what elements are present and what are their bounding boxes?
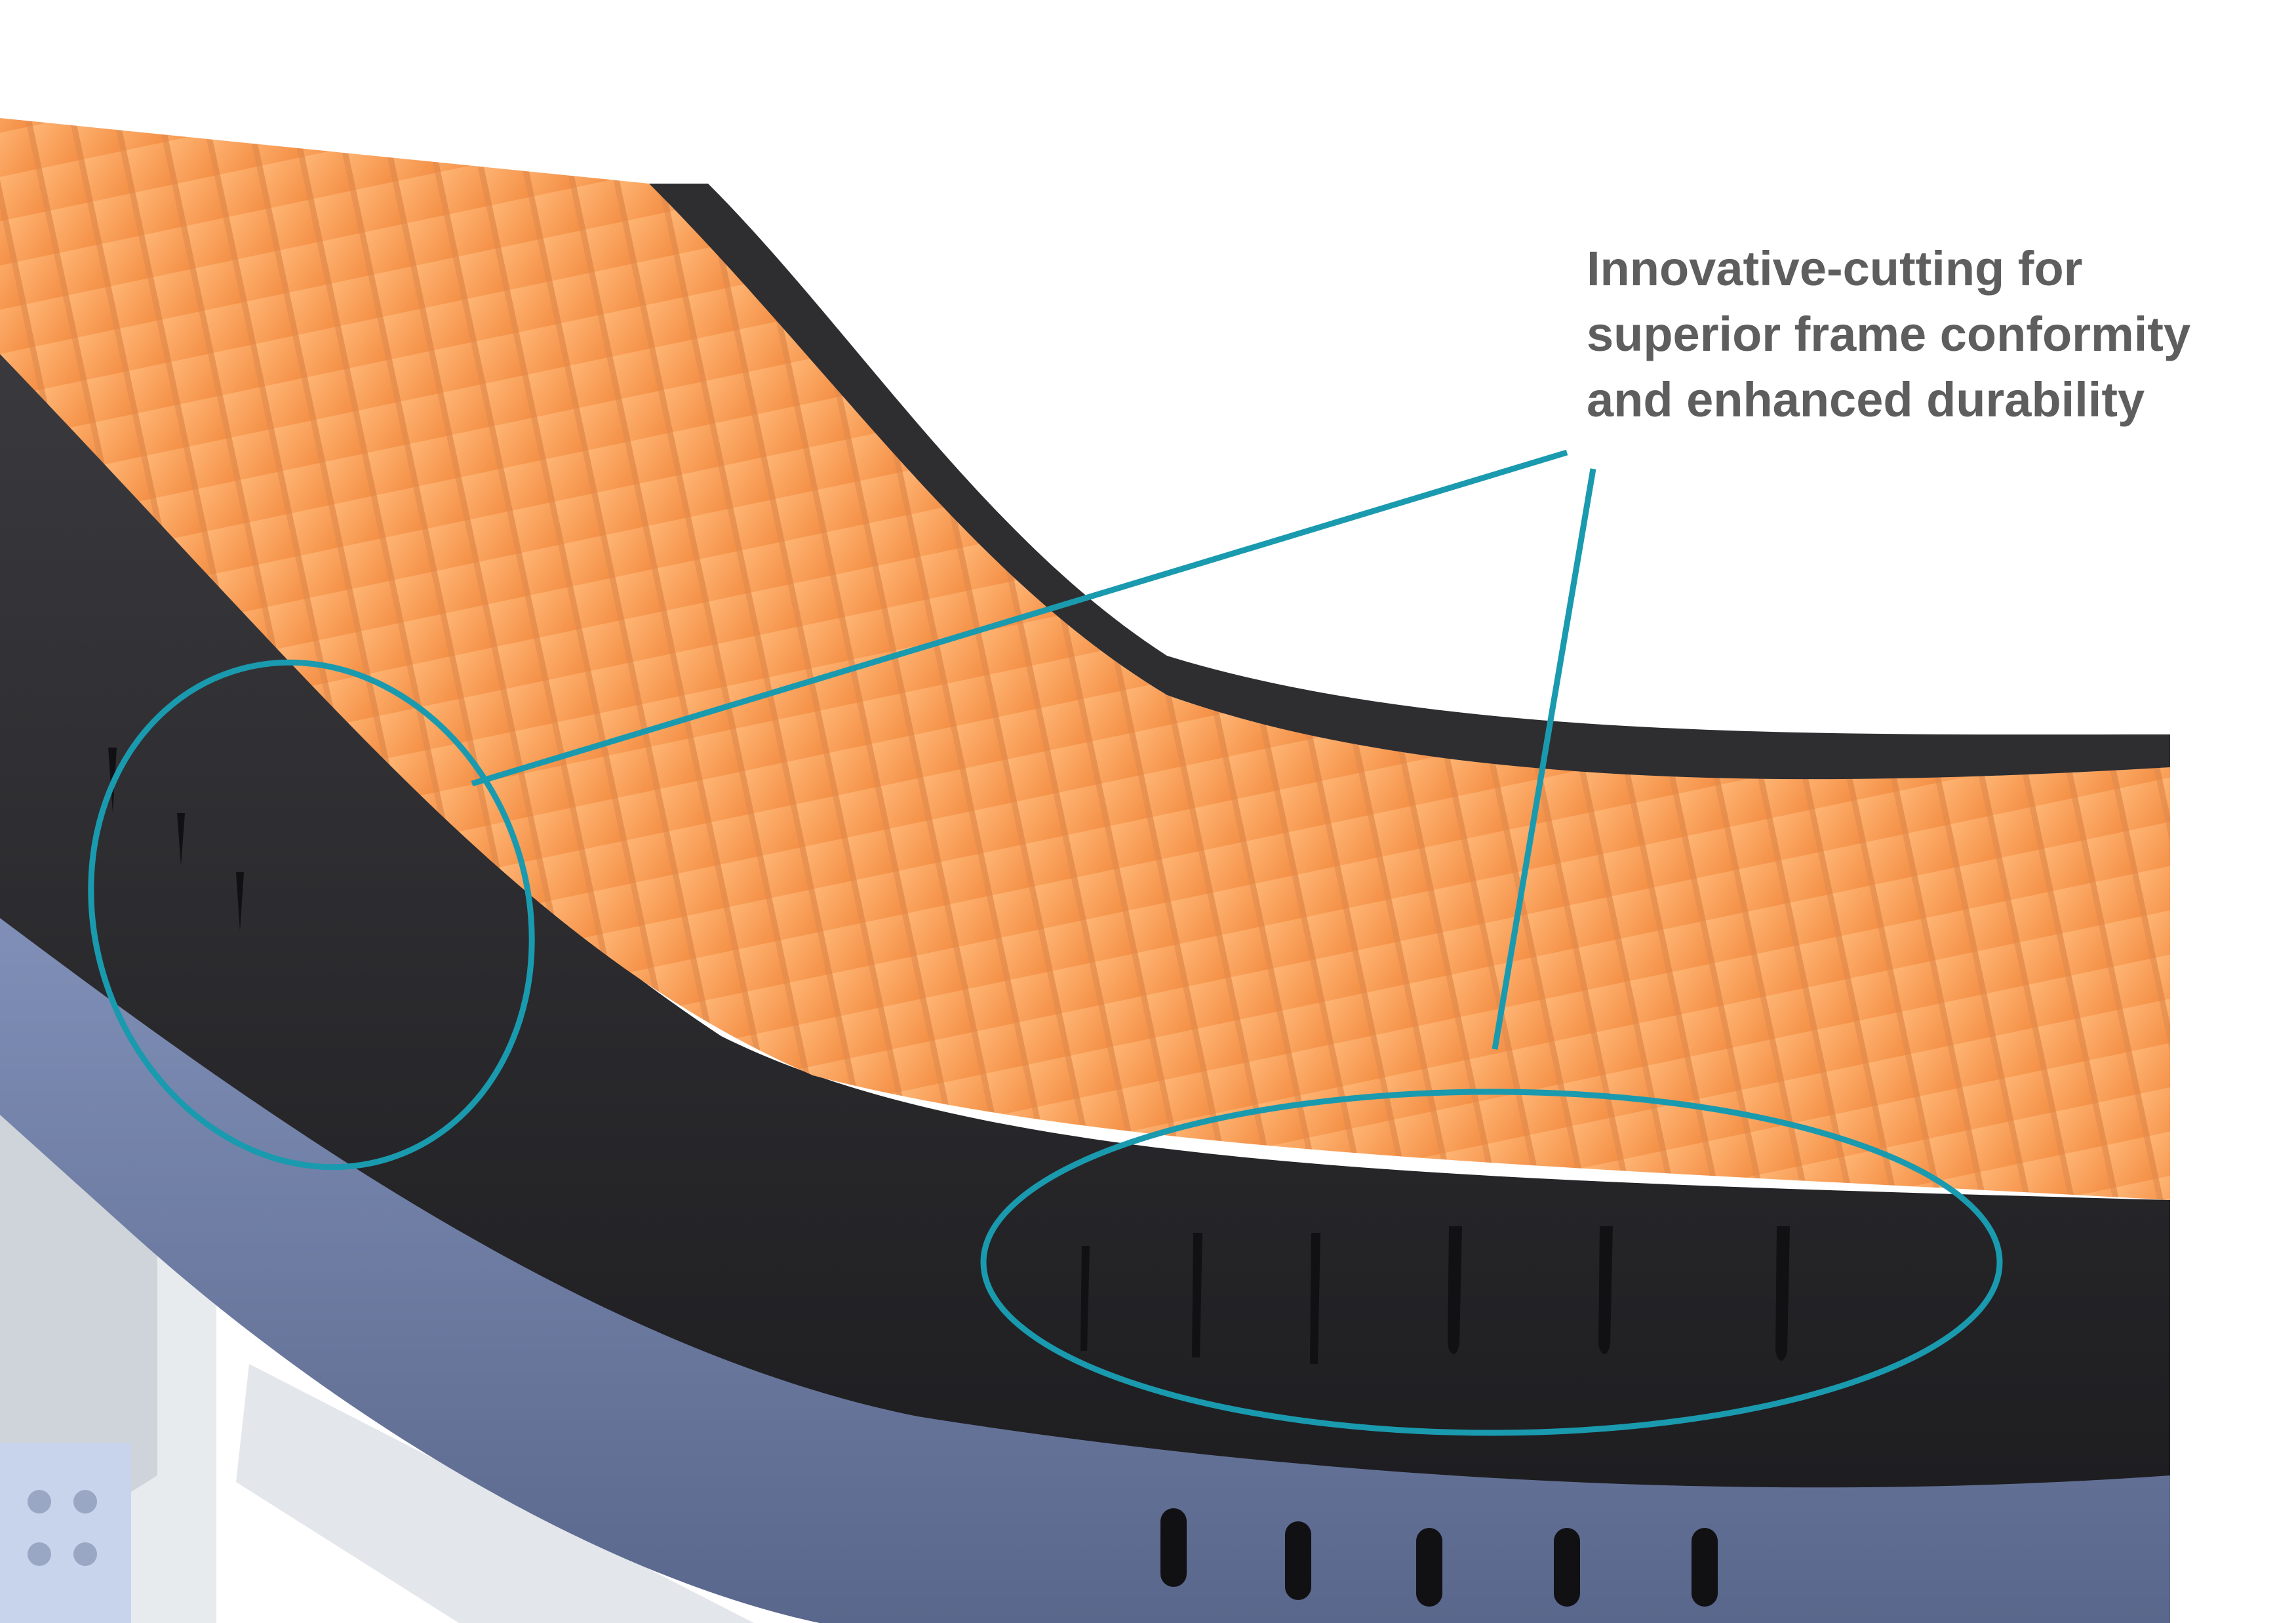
callout-leader-left	[471, 449, 1568, 787]
mattress-orange-surface	[0, 118, 2170, 1200]
mattress-back-edge	[649, 184, 2170, 790]
callout-graphics	[88, 449, 2003, 1436]
control-panel	[0, 1443, 131, 1623]
callout-line-1: Innovative-cutting for	[1587, 241, 2083, 296]
control-button-icon	[28, 1490, 51, 1513]
mattress-dark-foam	[0, 341, 2170, 1488]
callout-ellipse-right	[980, 1089, 2003, 1436]
callout-line-2: superior frame conformity	[1587, 307, 2191, 361]
callout-line-3: and enhanced durability	[1587, 372, 2145, 427]
callout-text: Innovative-cutting for superior frame co…	[1587, 236, 2268, 433]
control-button-icon	[73, 1542, 97, 1566]
control-button-icon	[73, 1490, 97, 1513]
callout-ellipse-left	[88, 659, 535, 1171]
foam-cut-slots	[108, 748, 1790, 1607]
callout-leader-right	[1492, 468, 1596, 1050]
control-button-icon	[28, 1542, 51, 1566]
